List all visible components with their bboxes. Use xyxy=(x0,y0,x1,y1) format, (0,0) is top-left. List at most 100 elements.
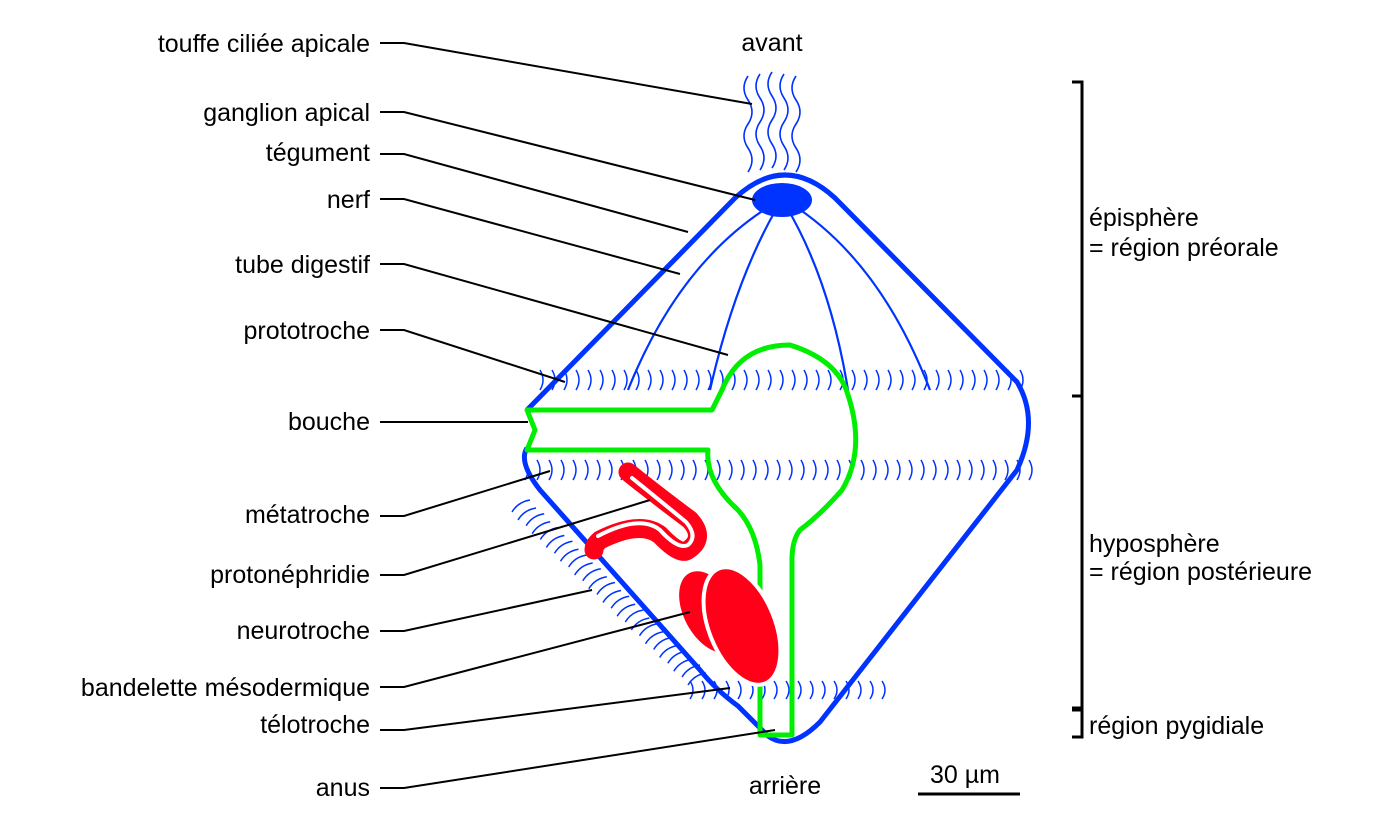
label-tegument: tégument xyxy=(266,139,370,167)
cilium xyxy=(582,568,601,582)
cilium xyxy=(932,459,937,481)
cilium xyxy=(668,459,673,481)
label-bouche: bouche xyxy=(288,408,370,436)
cilium xyxy=(545,534,565,548)
cilium xyxy=(630,617,650,631)
cilium xyxy=(920,459,925,481)
metatroch-cilia xyxy=(524,459,1033,481)
cilium xyxy=(1004,459,1009,481)
cilium xyxy=(833,680,838,700)
cilium xyxy=(737,680,742,700)
cilium xyxy=(992,459,997,481)
cilium xyxy=(616,603,636,617)
cilium xyxy=(824,459,829,481)
cilium xyxy=(659,369,664,391)
cilium xyxy=(743,369,748,391)
cilium xyxy=(695,369,700,391)
cilium xyxy=(776,459,781,481)
cilium xyxy=(983,369,988,391)
cilium xyxy=(887,369,892,391)
cilium xyxy=(740,459,745,481)
cilium xyxy=(536,459,541,481)
cilium xyxy=(896,459,901,481)
cilium xyxy=(575,369,580,391)
cilium xyxy=(944,459,949,481)
cilium xyxy=(785,680,790,700)
scale-bar-label: 30 µm xyxy=(930,761,1000,789)
cilium xyxy=(884,459,889,481)
cilium xyxy=(602,589,622,603)
cilium xyxy=(587,369,592,391)
label-metatroche: métatroche xyxy=(245,501,370,529)
cilium xyxy=(773,680,778,700)
cilium xyxy=(572,459,577,481)
cilium xyxy=(875,369,880,391)
cilium xyxy=(680,459,685,481)
cilium xyxy=(539,369,544,391)
cilium xyxy=(596,459,601,481)
mesodermal-band xyxy=(679,565,783,687)
cilium xyxy=(815,369,820,391)
cilium xyxy=(812,459,817,481)
cilium xyxy=(956,459,961,481)
cilium xyxy=(797,680,802,700)
cilium xyxy=(610,595,630,609)
cilium xyxy=(716,459,721,481)
region-labels: épisphère = région préorale hyposphère =… xyxy=(1089,204,1312,740)
label-hyposphere: hyposphère xyxy=(1089,530,1220,558)
cilium xyxy=(869,680,874,700)
cilium xyxy=(800,459,805,481)
cilium xyxy=(860,459,865,481)
cilium xyxy=(728,459,733,481)
cilium xyxy=(559,548,579,562)
label-nerf: nerf xyxy=(327,186,370,214)
cilium xyxy=(1028,459,1033,481)
cilium xyxy=(525,513,545,527)
cilium xyxy=(752,459,757,481)
label-telotroche: télotroche xyxy=(260,711,370,739)
cilium xyxy=(935,369,940,391)
cilium xyxy=(596,581,616,595)
cilium xyxy=(707,369,712,391)
cilium xyxy=(863,369,868,391)
label-avant: avant xyxy=(741,29,802,57)
cilium xyxy=(608,459,613,481)
cilium xyxy=(923,369,928,391)
orientation-labels: avant arrière xyxy=(741,29,821,800)
cilium xyxy=(683,369,688,391)
label-prototroche: prototroche xyxy=(244,317,370,345)
cilium xyxy=(560,459,565,481)
cilium xyxy=(836,459,841,481)
cilium xyxy=(548,459,553,481)
cilium xyxy=(568,554,587,568)
cilium xyxy=(692,459,697,481)
cilium xyxy=(767,369,772,391)
digestive-tract xyxy=(524,342,859,738)
cilium xyxy=(656,459,661,481)
cilium xyxy=(644,631,664,645)
label-bandelette: bandelette mésodermique xyxy=(81,674,370,702)
cilium xyxy=(531,521,551,535)
cilium xyxy=(701,680,706,700)
cilium xyxy=(584,459,589,481)
cilium xyxy=(908,459,913,481)
cilium xyxy=(959,369,964,391)
region-brackets xyxy=(1072,80,1084,739)
label-episphere-def: = région préorale xyxy=(1089,234,1279,262)
cilium xyxy=(872,459,877,481)
cilium xyxy=(995,369,1000,391)
apical-tuft xyxy=(743,71,801,173)
cilium xyxy=(827,369,832,391)
leader-lines xyxy=(380,42,776,789)
cilium xyxy=(599,369,604,391)
nerves xyxy=(626,202,932,391)
label-touffe: touffe ciliée apicale xyxy=(158,30,370,58)
cilium xyxy=(779,369,784,391)
prototroch-cilia xyxy=(539,369,1024,391)
cilium xyxy=(574,562,593,576)
label-anus: anus xyxy=(316,774,370,802)
label-episphere: épisphère xyxy=(1089,204,1199,232)
cilium xyxy=(899,369,904,391)
protonephridium xyxy=(584,462,707,561)
apical-ganglion xyxy=(752,183,812,217)
